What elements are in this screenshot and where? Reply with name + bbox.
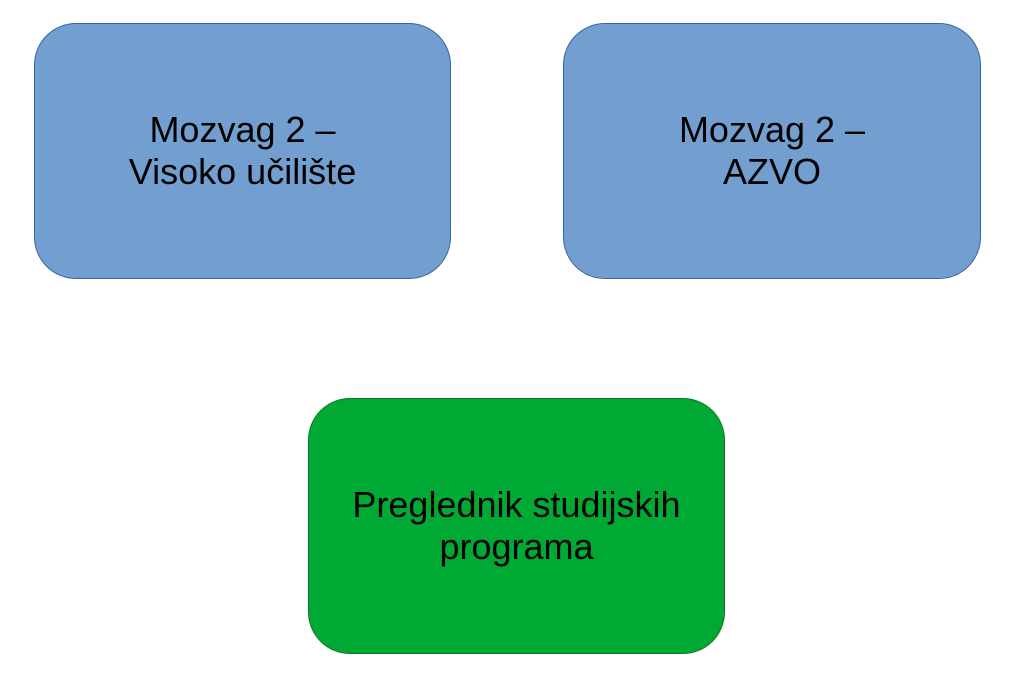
label-line: programa xyxy=(439,526,594,567)
label-line: Mozvag 2 – xyxy=(149,109,336,150)
node-mozvag-visoko-uciliste: Mozvag 2 – Visoko učilište xyxy=(34,23,451,279)
node-label: Preglednik studijskih programa xyxy=(352,484,680,568)
node-mozvag-azvo: Mozvag 2 – AZVO xyxy=(563,23,981,279)
label-line: Preglednik studijskih xyxy=(352,484,681,525)
node-label: Mozvag 2 – Visoko učilište xyxy=(129,109,356,193)
label-line: Mozvag 2 – xyxy=(678,109,866,150)
label-line: AZVO xyxy=(722,151,821,192)
label-line: Visoko učilište xyxy=(128,151,357,192)
node-preglednik-studijskih-programa: Preglednik studijskih programa xyxy=(308,398,725,654)
node-label: Mozvag 2 – AZVO xyxy=(679,109,865,193)
